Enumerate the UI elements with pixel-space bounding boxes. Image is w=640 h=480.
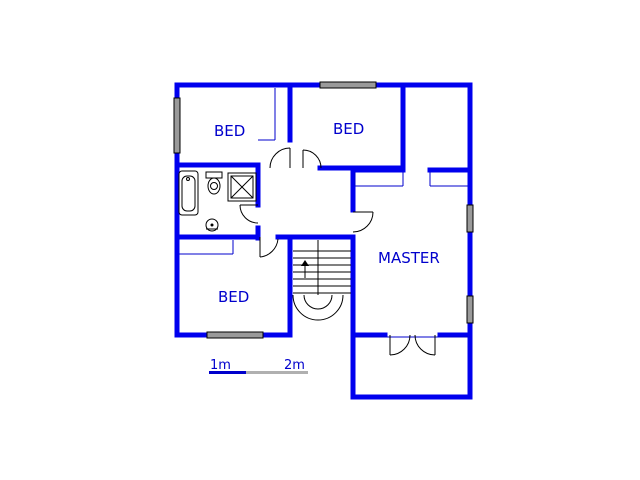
staircase <box>292 240 351 321</box>
bathtub-icon <box>178 170 199 216</box>
windows <box>173 81 474 339</box>
basin-icon <box>205 218 219 232</box>
room-labels: BED BED BED MASTER <box>214 120 440 306</box>
window-top-left-bed <box>173 97 181 154</box>
window-master-upper <box>466 204 474 233</box>
scale-segment-2 <box>246 371 308 374</box>
scale-label-1m: 1m <box>210 358 231 373</box>
window-top-right-bed <box>319 81 377 89</box>
label-master: MASTER <box>378 249 440 267</box>
label-bed-bottom-left: BED <box>218 288 249 306</box>
label-bed-top-left: BED <box>214 122 245 140</box>
window-master-lower <box>466 295 474 324</box>
shower-icon <box>227 172 257 202</box>
partitions <box>179 88 468 338</box>
interior-walls <box>174 82 473 338</box>
doors <box>239 147 436 356</box>
window-bottom-bed <box>206 331 264 339</box>
scale-segment-1 <box>209 371 246 374</box>
arrow-up-icon <box>301 260 309 266</box>
label-bed-top-right: BED <box>333 120 364 138</box>
scale-bar: 1m 2m <box>209 358 308 374</box>
scale-label-2m: 2m <box>284 358 305 373</box>
bathroom-fixtures <box>178 170 257 232</box>
toilet-icon <box>205 171 223 179</box>
